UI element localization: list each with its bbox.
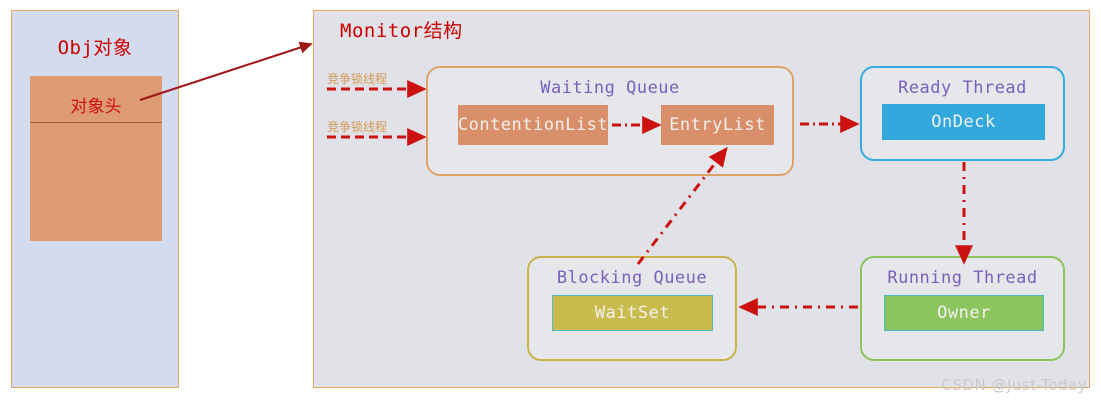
object-header-divider: [30, 122, 162, 123]
obj-panel-title: Obj对象: [57, 37, 133, 59]
incoming-thread-label-2: 竞争锁线程: [327, 120, 388, 134]
ready-thread-title: Ready Thread: [898, 78, 1027, 98]
object-header-label: 对象头: [70, 97, 122, 117]
owner-box[interactable]: Owner: [884, 295, 1044, 331]
wait-set-box[interactable]: WaitSet: [552, 295, 713, 331]
monitor-panel-title: Monitor结构: [340, 20, 463, 42]
obj-panel: Obj对象 对象头: [11, 10, 179, 388]
blocking-queue-title: Blocking Queue: [556, 268, 708, 288]
on-deck-box[interactable]: OnDeck: [882, 104, 1045, 140]
watermark: CSDN @Just-Today: [941, 376, 1087, 394]
waiting-queue-title: Waiting Queue: [540, 78, 680, 98]
object-header-box: 对象头: [30, 76, 162, 241]
contention-list-box[interactable]: ContentionList: [458, 105, 608, 145]
incoming-thread-label-1: 竞争锁线程: [327, 72, 388, 86]
entry-list-box[interactable]: EntryList: [661, 105, 774, 145]
running-thread-title: Running Thread: [887, 268, 1038, 288]
